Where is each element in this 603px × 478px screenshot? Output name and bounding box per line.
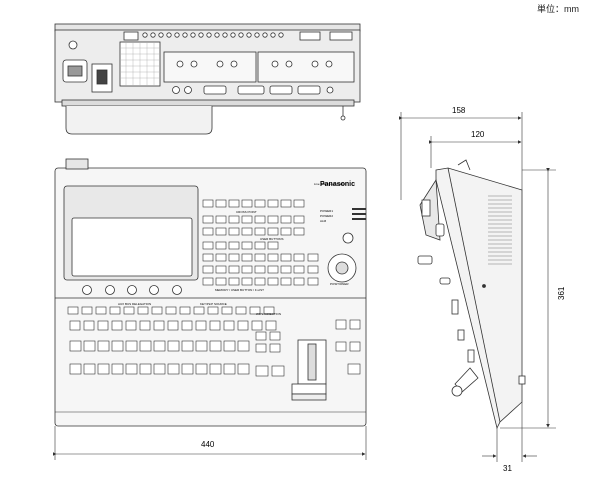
dim-width-440: 440 (201, 440, 215, 449)
dimension-lines (53, 112, 556, 462)
unit-label: 単位：mm (537, 4, 579, 14)
power1-label: POWER1 (320, 209, 333, 213)
dim-height-361: 361 (557, 286, 566, 300)
keyer-source-label: KEY/PinP SOURCE (200, 302, 227, 306)
dim-depth-158: 158 (452, 106, 466, 115)
model-label: Live Switcher AV-HS410 (314, 182, 347, 186)
wipe-direction-label: WIPE DIRECTION (256, 312, 281, 316)
front-view (54, 158, 367, 427)
rear-view (54, 23, 361, 135)
alm-label: ALM (320, 219, 327, 223)
aux-bus-label: AUX BUS DELEGATION (118, 302, 151, 306)
dim-depth-120: 120 (471, 130, 485, 139)
dim-foot-31: 31 (503, 464, 512, 473)
crosspoint-label: CROSS POINT (236, 210, 257, 214)
power2-label: POWER2 (320, 214, 333, 218)
positioner-label: POSITIONER (330, 282, 349, 286)
user-buttons-label: USER BUTTONS (260, 237, 283, 241)
memory-label: MEMORY / USER BUTTON / F-LIST (215, 288, 264, 292)
side-view (417, 159, 526, 430)
brand-logo: Panasonic (320, 181, 355, 188)
